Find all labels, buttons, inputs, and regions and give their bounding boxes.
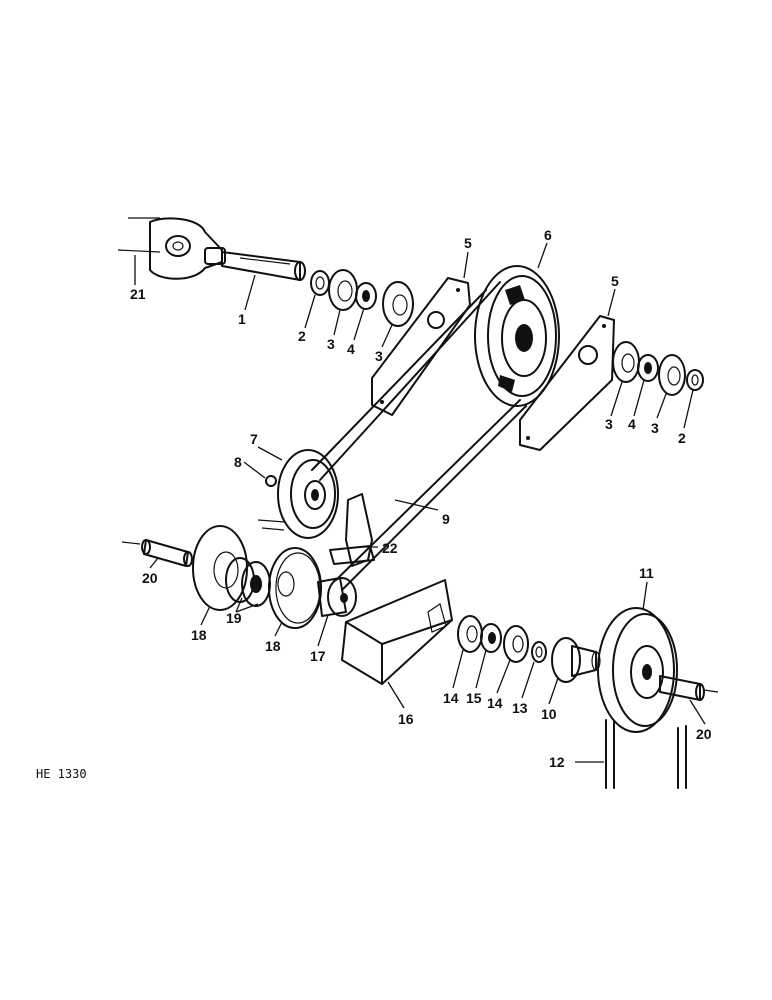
right-pin [659,675,719,701]
callout-3-right-a: 3 [605,416,613,432]
callout-22: 22 [382,540,398,556]
callout-1: 1 [238,311,246,327]
callout-2-left: 2 [298,328,306,344]
right-mounting-plate [519,315,615,451]
callout-labels: 21 1 2 3 4 3 5 6 5 3 4 3 2 7 8 9 22 20 1… [130,227,712,770]
callout-5-right: 5 [611,273,619,289]
belt-guard [341,579,453,685]
callout-20-left: 20 [142,570,158,586]
callout-10: 10 [541,706,557,722]
callout-4-left: 4 [347,341,355,357]
callout-6: 6 [544,227,552,243]
callout-13: 13 [512,700,528,716]
callout-20-right: 20 [696,726,712,742]
callout-4-right: 4 [628,416,636,432]
idler-bracket [329,493,375,567]
idler-disc-outer [192,525,248,611]
callout-14-b: 14 [487,695,503,711]
lower-bearing-group [457,615,601,683]
v-belt [311,281,527,591]
right-bearing-group [612,341,704,396]
callout-12: 12 [549,754,565,770]
idler-hub [317,577,357,617]
callout-3-left-a: 3 [327,336,335,352]
callout-18-inner: 18 [265,638,281,654]
left-pin [121,539,193,567]
callout-19: 19 [226,610,242,626]
leader-lines [134,242,706,763]
left-bearing-group [310,269,414,327]
callout-8: 8 [234,454,242,470]
callout-11: 11 [639,565,654,581]
callout-21-top: 21 [130,286,146,302]
idler-nut [265,475,277,487]
lower-belt [605,719,687,789]
callout-9: 9 [442,511,450,527]
idler-pulley [257,449,339,539]
drive-shaft [221,251,306,281]
callout-7: 7 [250,431,258,447]
callout-15: 15 [466,690,482,706]
callout-16: 16 [398,711,414,727]
idler-disc-inner [268,547,322,629]
driven-pulley [597,607,678,733]
left-mounting-plate [371,277,471,416]
callout-17: 17 [310,648,326,664]
callout-18-outer: 18 [191,627,207,643]
callout-2-right: 2 [678,430,686,446]
universal-joint-yoke [117,217,226,280]
callout-14-a: 14 [443,690,459,706]
idler-spacer-pair [225,557,271,607]
large-drive-pulley [474,265,560,407]
drawing-code: HE 1330 [36,767,87,781]
callout-3-right-b: 3 [651,420,659,436]
callout-3-left-b: 3 [375,348,383,364]
callout-5-left: 5 [464,235,472,251]
